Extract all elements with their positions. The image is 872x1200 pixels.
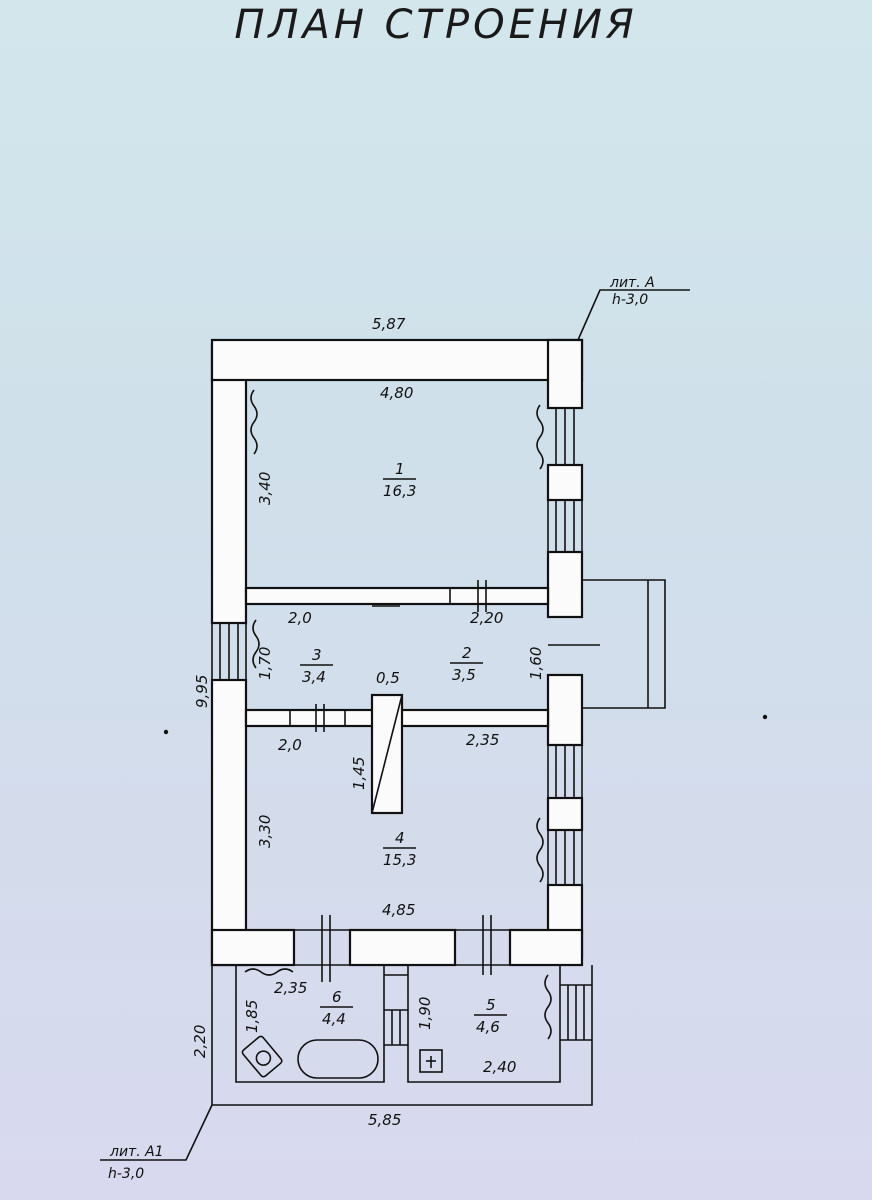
dim-room3-side: 1,70 [256, 647, 274, 680]
dim-room6-top: 2,35 [274, 979, 307, 997]
room-6-number: 6 [332, 988, 342, 1006]
leader-lines [100, 289, 690, 1161]
room-1-area: 16,3 [383, 482, 416, 500]
dim-annex-left: 2,20 [191, 1025, 209, 1058]
bottom-wall-seg-1 [210, 928, 296, 967]
right-wall-pier-3 [546, 550, 584, 619]
room-5-number: 5 [486, 996, 496, 1014]
partition-1 [244, 586, 550, 606]
dim-outer-bottom: 5,85 [368, 1111, 401, 1129]
dim-room3-top: 2,0 [288, 609, 312, 627]
room-1-number: 1 [395, 460, 405, 478]
main-building-walls [210, 338, 584, 967]
room-5-area: 4,6 [476, 1018, 500, 1036]
lit-a1-height: h-3,0 [108, 1166, 144, 1182]
right-wall-pier-2 [546, 463, 584, 502]
dim-room5-side: 1,90 [416, 997, 434, 1030]
dim-outer-top: 5,87 [372, 315, 406, 333]
left-wall-lower [210, 678, 248, 967]
dim-room2-side: 1,60 [527, 647, 545, 680]
dim-room4-side: 3,30 [256, 815, 274, 848]
staircase [370, 693, 404, 815]
dim-room6-side: 1,85 [243, 1000, 261, 1033]
room-2-area: 3,5 [452, 666, 476, 684]
window-hatching [211, 407, 583, 982]
room-2-number: 2 [462, 644, 472, 662]
room-4-number: 4 [395, 829, 405, 847]
dim-room1-side: 3,40 [256, 472, 274, 505]
dim-outer-left: 9,95 [193, 675, 211, 708]
lit-a1-label: лит. А1 [109, 1144, 164, 1160]
dim-room4-top-right: 2,35 [466, 731, 499, 749]
room-fraction-lines [300, 478, 507, 1016]
right-wall-pier-5 [546, 796, 584, 832]
dim-room4-top-left: 2,0 [278, 736, 302, 754]
radiator-symbols [244, 389, 552, 1040]
dim-room5-bottom: 2,40 [483, 1058, 516, 1076]
lit-a-label: лит. А [609, 275, 655, 291]
bath-fixtures [241, 1035, 443, 1079]
room-4-area: 15,3 [383, 851, 416, 869]
room-3-number: 3 [312, 646, 322, 664]
dim-room4-bottom: 4,85 [382, 901, 415, 919]
dim-room1-top: 4,80 [380, 384, 413, 402]
bottom-wall-seg-2 [348, 928, 457, 967]
top-wall [210, 338, 584, 382]
porch [582, 579, 666, 709]
page-title: ПЛАН СТРОЕНИЯ [234, 2, 638, 48]
left-wall-upper [210, 343, 248, 625]
dim-room2-top: 2,20 [470, 609, 503, 627]
right-wall-pier-4 [546, 673, 584, 747]
dim-stair-width: 0,5 [376, 669, 400, 687]
annex-walls [211, 965, 593, 1106]
dim-stair-length: 1,45 [350, 757, 368, 790]
lit-a-height: h-3,0 [612, 292, 648, 308]
right-wall-pier-1 [546, 338, 584, 410]
room-3-area: 3,4 [302, 668, 326, 686]
room-6-area: 4,4 [322, 1010, 346, 1028]
interior-partitions [244, 580, 600, 732]
bottom-wall-seg-3 [508, 928, 584, 967]
